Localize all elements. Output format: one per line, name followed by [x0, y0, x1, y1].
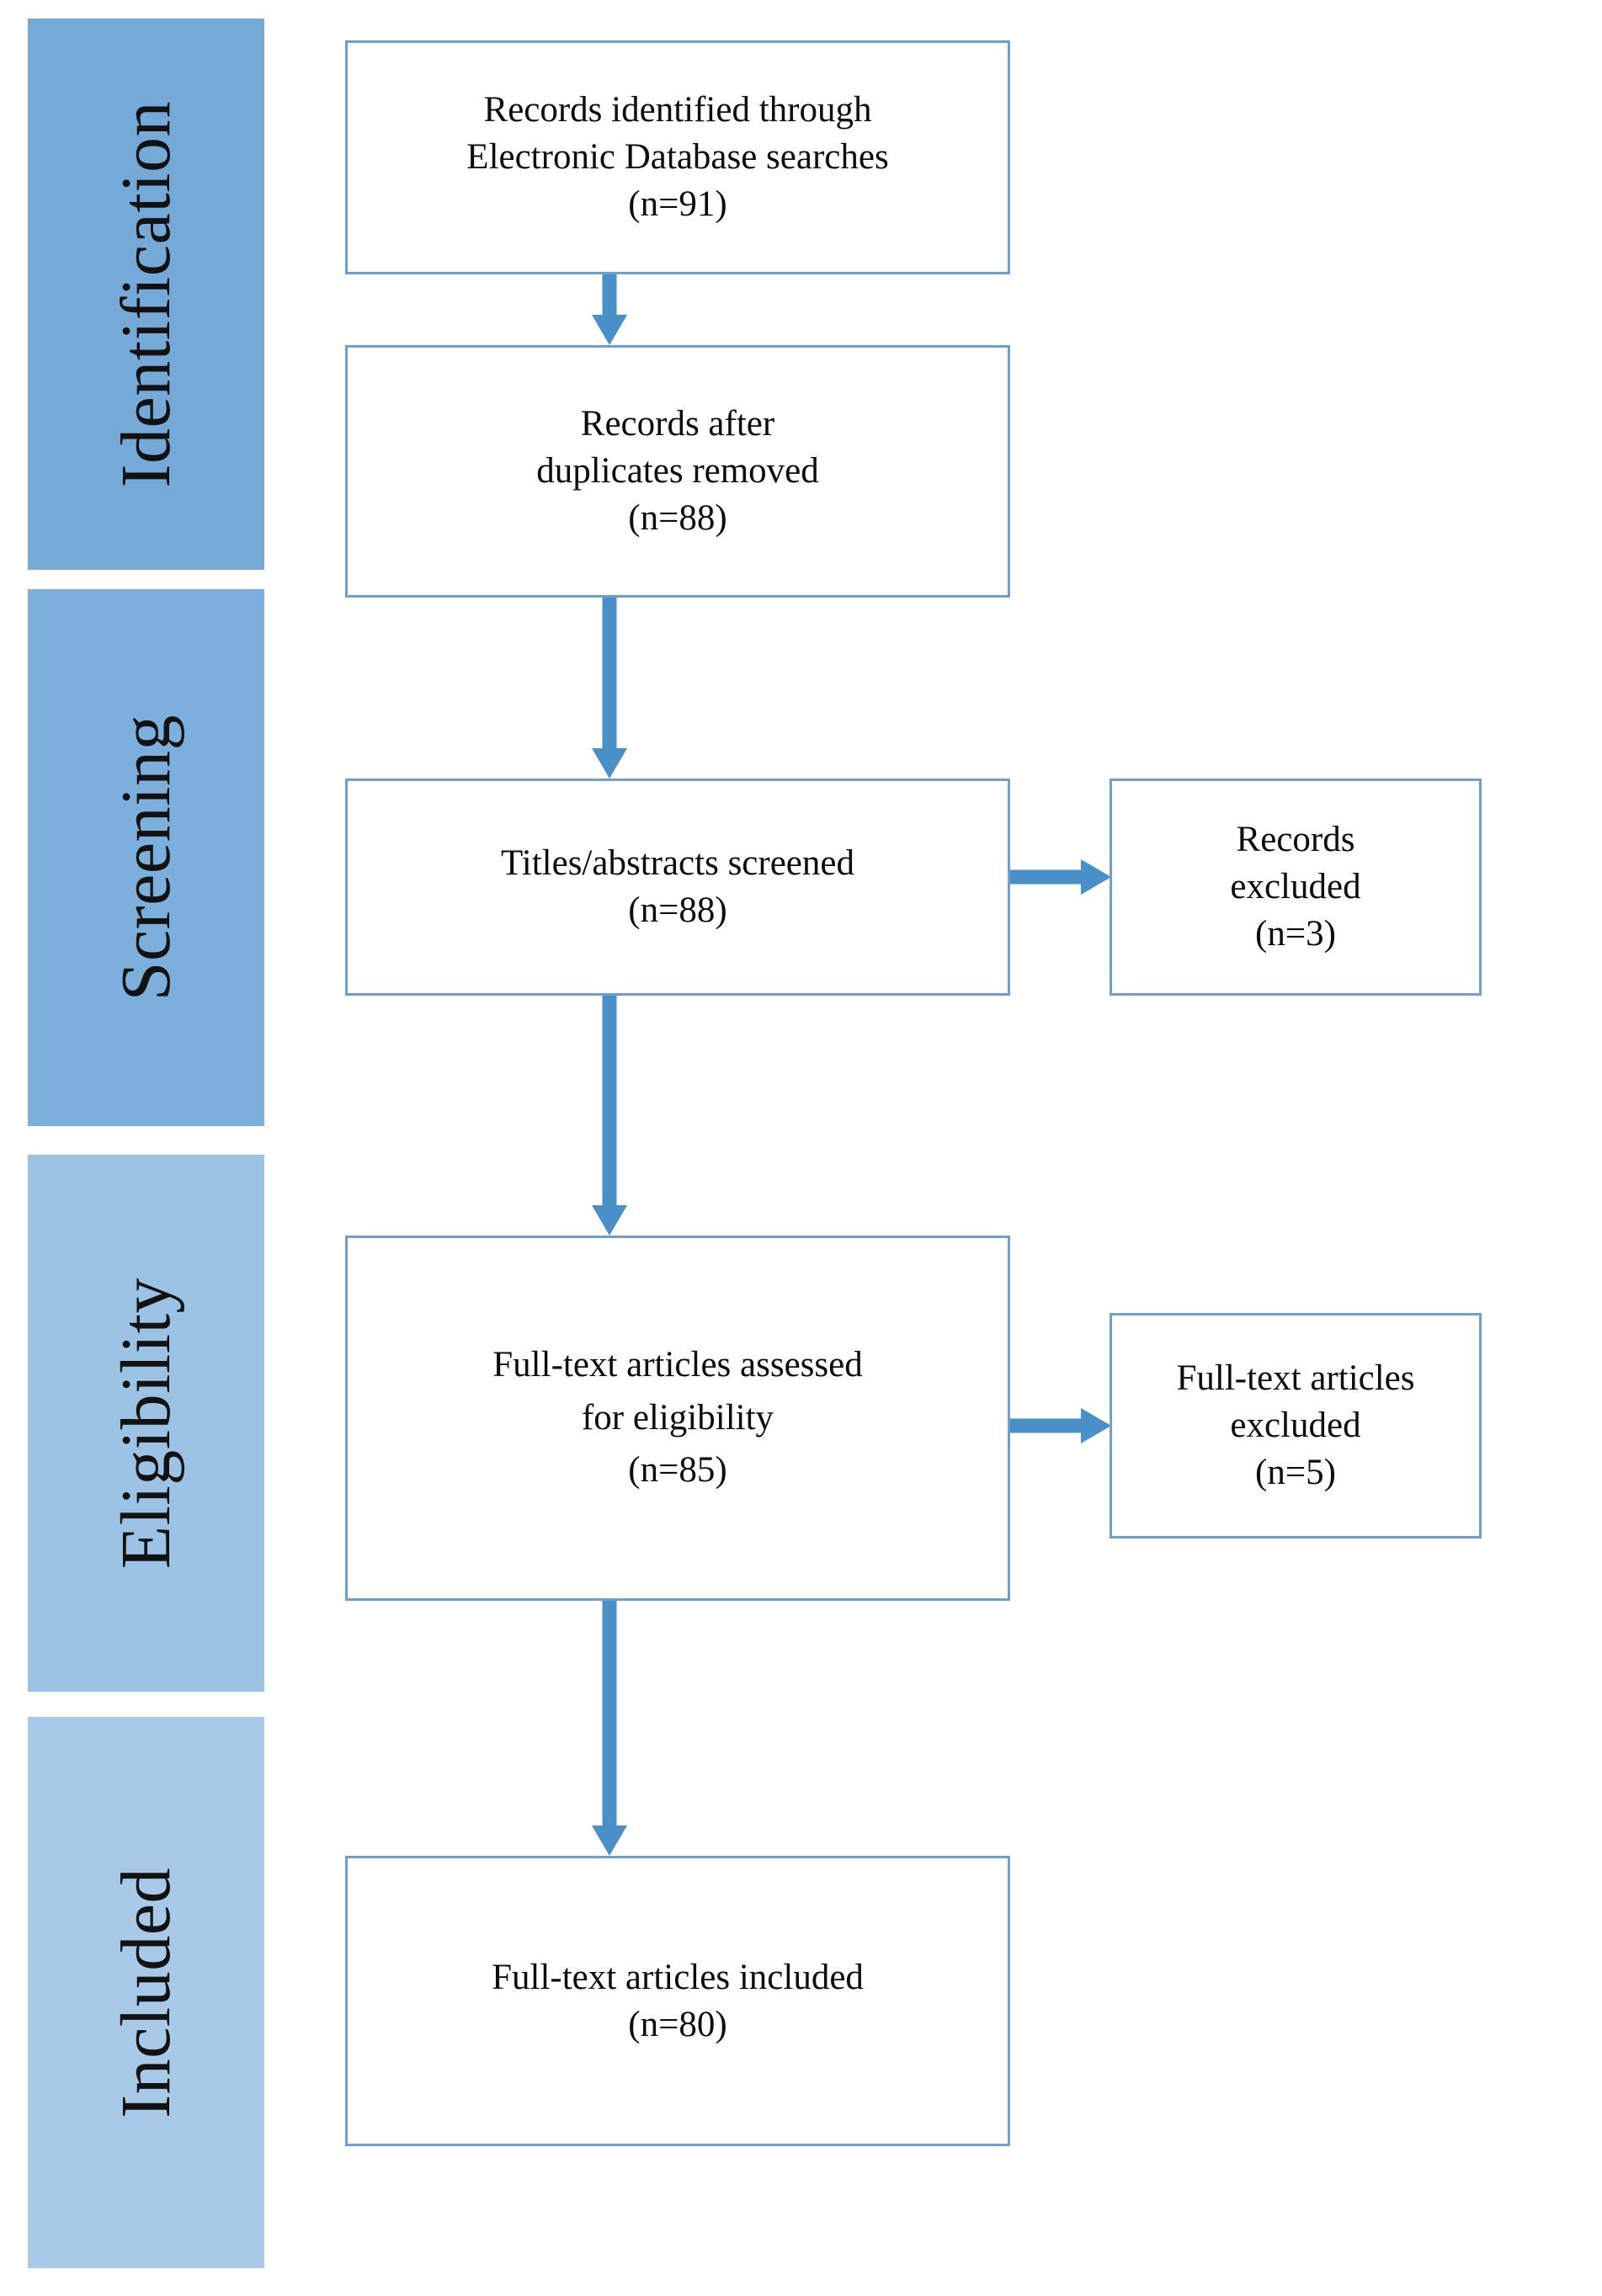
arrow-screened-to-records-excluded	[1010, 856, 1111, 898]
arrow-assessed-to-included	[576, 1601, 643, 1856]
arrow-head	[592, 315, 627, 345]
stage-label-included: Included	[106, 1867, 185, 2118]
box-records-excluded-text: Records excluded (n=3)	[1230, 820, 1361, 954]
arrow-head	[592, 748, 627, 779]
stage-label-screening: Screening	[106, 714, 185, 1002]
stage-label-identification: Identification	[106, 100, 185, 488]
arrow-dedup-to-screened	[576, 598, 643, 779]
stage-bar-included: Included	[28, 1717, 264, 2268]
arrow-head	[1081, 1408, 1111, 1443]
stage-label-eligibility: Eligibility	[106, 1277, 185, 1570]
arrow-shaft	[602, 996, 617, 1209]
box-fulltext-excluded-text: Full-text articles excluded (n=5)	[1176, 1358, 1415, 1492]
box-titles-abstracts-screened: Titles/abstracts screened (n=88)	[345, 779, 1010, 996]
arrow-shaft	[1010, 869, 1084, 885]
stage-bar-eligibility: Eligibility	[28, 1155, 264, 1692]
arrow-head	[592, 1826, 627, 1856]
box-fulltext-excluded: Full-text articles excluded (n=5)	[1110, 1313, 1482, 1539]
box-fulltext-assessed-text: Full-text articles assessed for eligibil…	[492, 1345, 863, 1491]
arrow-shaft	[602, 274, 617, 318]
arrow-shaft	[602, 1601, 617, 1829]
arrow-head	[592, 1205, 627, 1236]
box-records-excluded: Records excluded (n=3)	[1110, 779, 1482, 996]
stage-bar-identification: Identification	[28, 19, 264, 570]
box-titles-abstracts-screened-text: Titles/abstracts screened (n=88)	[501, 843, 854, 930]
stage-bar-screening: Screening	[28, 589, 264, 1126]
box-records-identified: Records identified through Electronic Da…	[345, 40, 1010, 274]
arrow-screened-to-fulltext-assessed	[576, 996, 643, 1236]
box-records-identified-text: Records identified through Electronic Da…	[466, 90, 889, 224]
arrow-identified-to-dedup	[576, 274, 643, 345]
arrow-shaft	[602, 598, 617, 752]
arrow-head	[1081, 859, 1111, 895]
box-fulltext-included: Full-text articles included (n=80)	[345, 1856, 1010, 2146]
box-records-after-duplicates: Records after duplicates removed (n=88)	[345, 345, 1010, 598]
arrow-shaft	[1010, 1418, 1084, 1433]
box-fulltext-included-text: Full-text articles included (n=80)	[492, 1957, 864, 2044]
arrow-assessed-to-fulltext-excluded	[1010, 1405, 1111, 1447]
box-fulltext-assessed: Full-text articles assessed for eligibil…	[345, 1236, 1010, 1601]
box-records-after-duplicates-text: Records after duplicates removed (n=88)	[536, 404, 819, 538]
